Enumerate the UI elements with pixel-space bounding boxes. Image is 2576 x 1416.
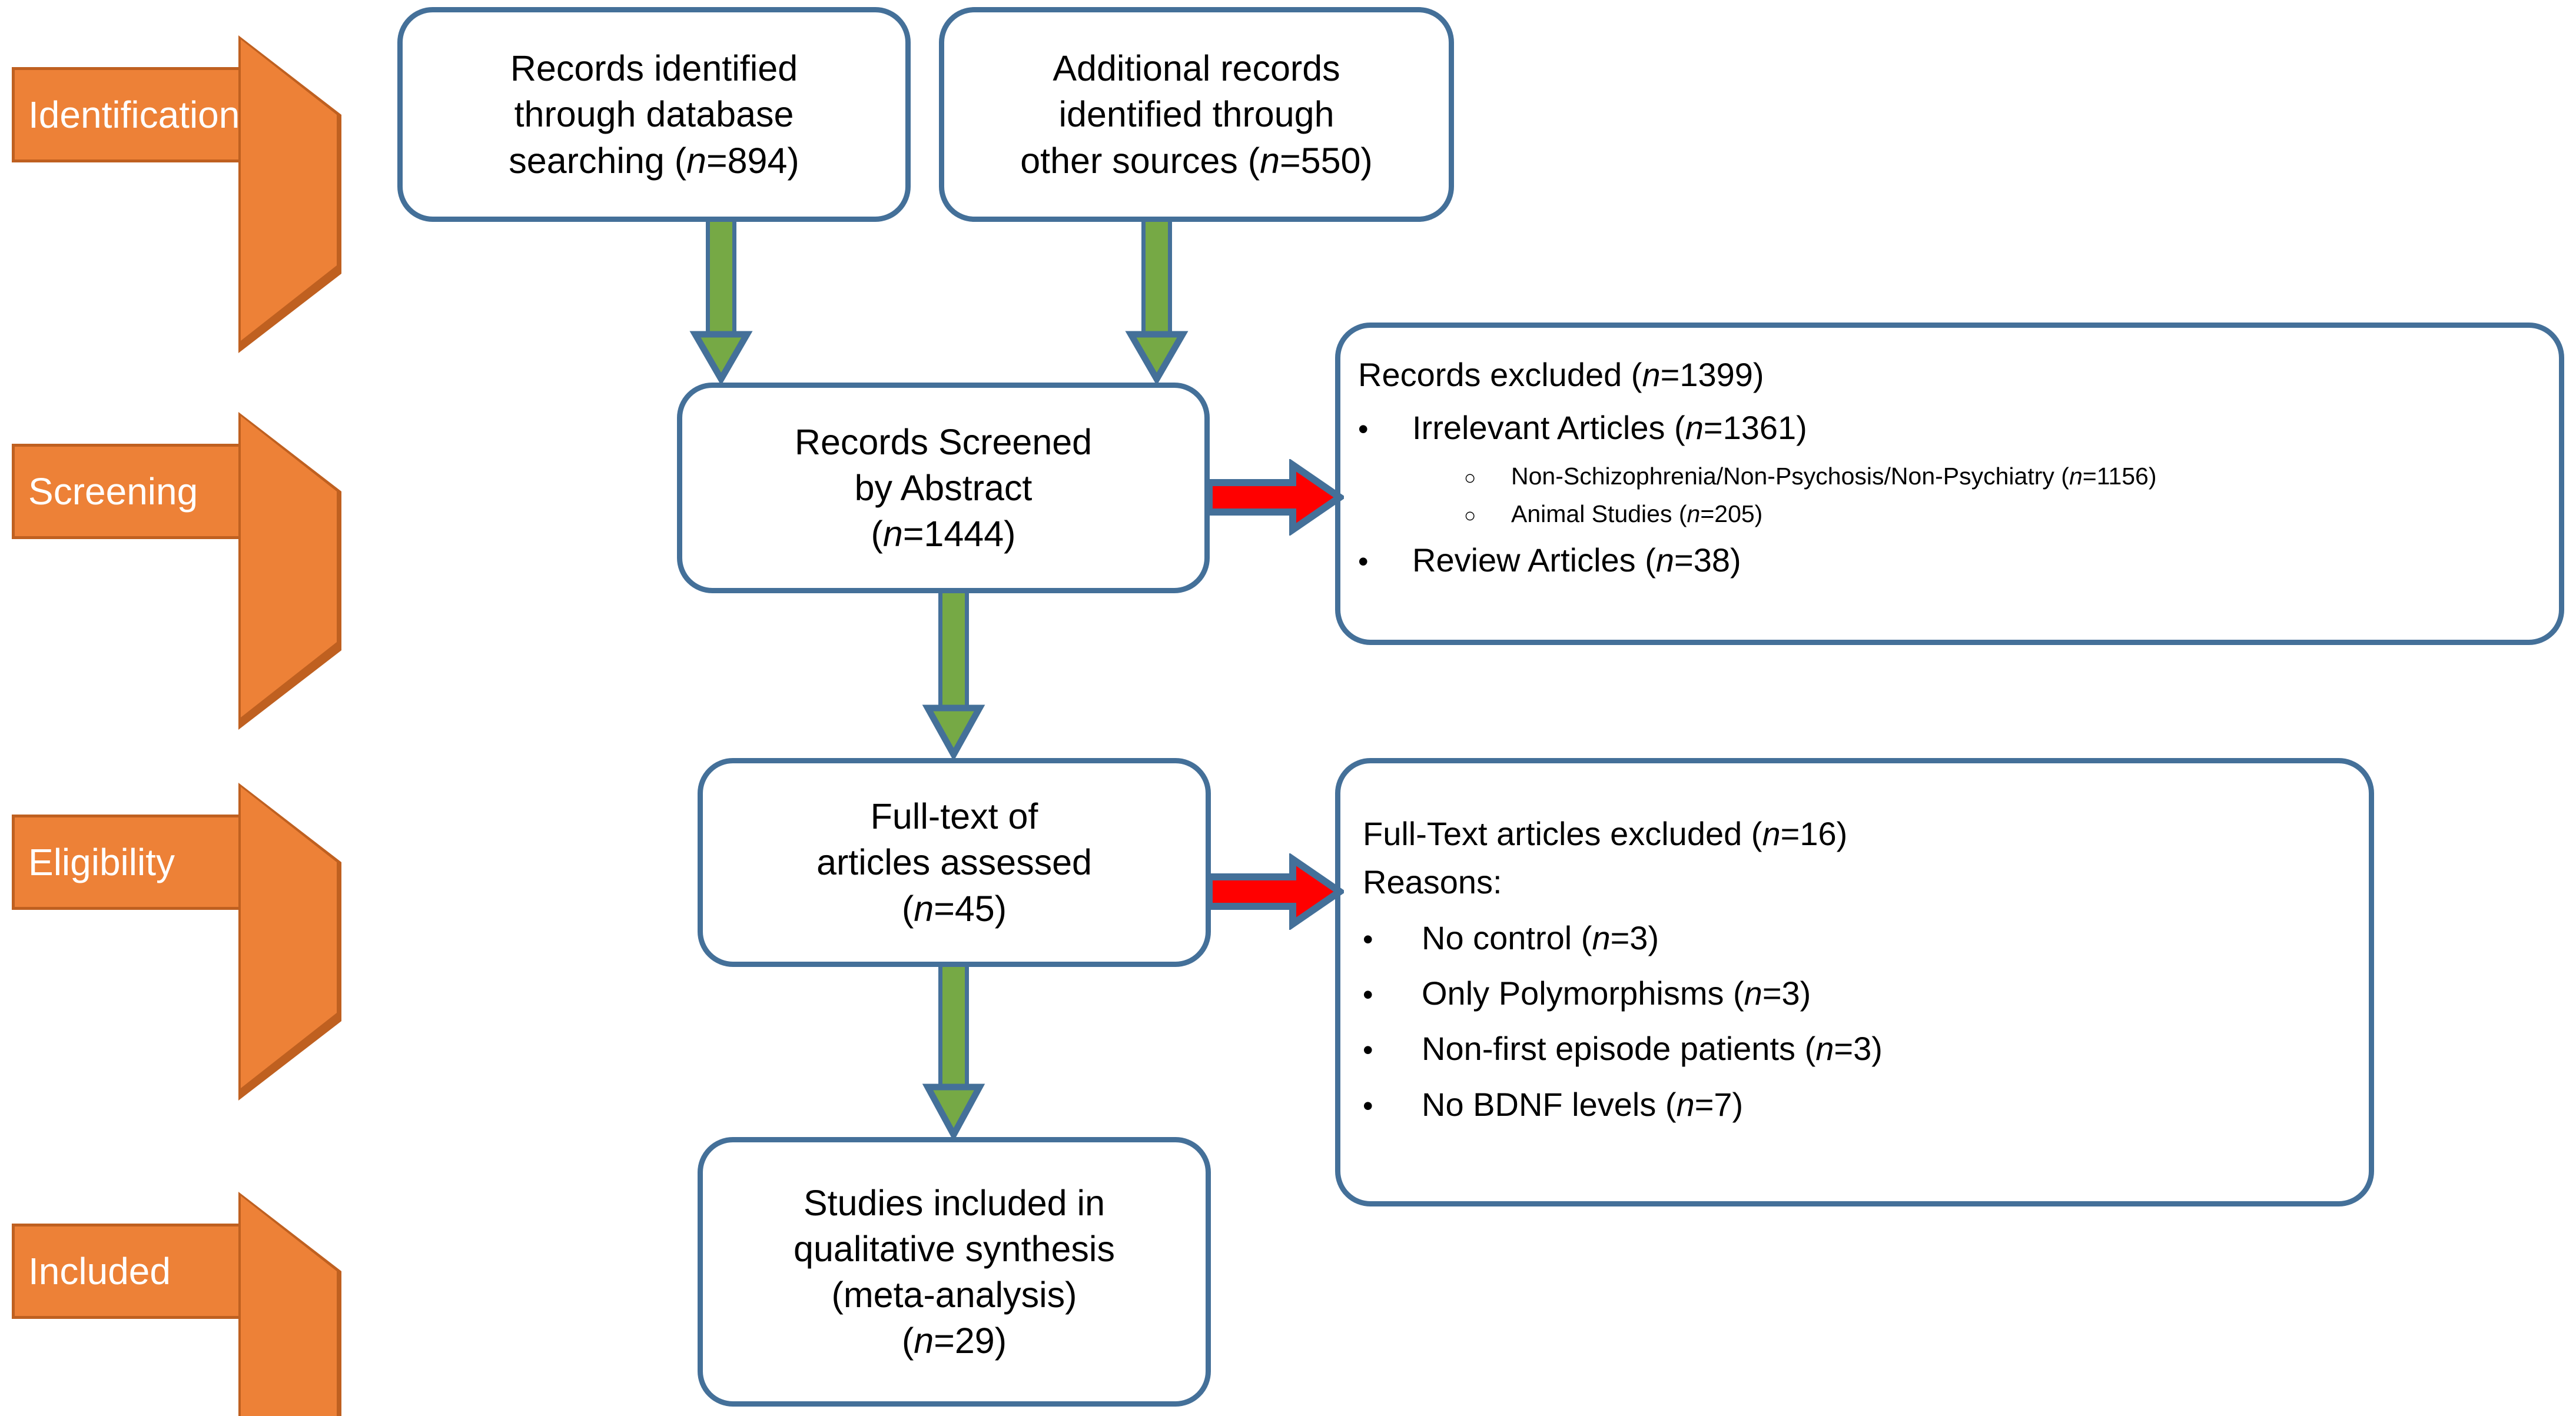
list-item: ○ Non-Schizophrenia/Non-Psychosis/Non-Ps… (1358, 461, 2559, 491)
box-records-screened: Records Screened by Abstract (n=1444) (677, 383, 1210, 593)
box-line: Studies included in (803, 1182, 1106, 1223)
box-line: Full-text of (870, 796, 1038, 837)
bullet-icon: • (1363, 1089, 1373, 1122)
list-item-label: No BDNF levels (n=7) (1422, 1085, 1744, 1123)
box-line: articles assessed (816, 842, 1092, 883)
connector-arrow-screened-to-fulltext (918, 589, 989, 760)
list-item: • Irrelevant Articles (n=1361) (1358, 408, 2559, 448)
list-item-label: Non-Schizophrenia/Non-Psychosis/Non-Psyc… (1511, 462, 2157, 490)
stage-arrow-head-fill (241, 1196, 337, 1416)
box-line: qualitative synthesis (794, 1228, 1115, 1269)
stage-label-included: Included (28, 1250, 171, 1292)
connector-arrow-other-to-screened (1121, 219, 1192, 385)
list-item-label: Non-first episode patients (n=3) (1422, 1030, 1883, 1068)
bullet-icon: • (1363, 922, 1373, 956)
connector-shaft (938, 963, 969, 1092)
box-additional-records-other-sources: Additional records identified through ot… (939, 7, 1454, 222)
stage-label-identification: Identification (28, 94, 240, 136)
stage-label-eligibility: Eligibility (28, 841, 175, 883)
bullet-icon: • (1358, 413, 1369, 446)
connector-shaft (706, 219, 736, 340)
red-arrow-icon (1206, 853, 1344, 930)
stage-arrow-shaft (12, 67, 241, 162)
connector-arrowhead (922, 1083, 985, 1141)
list-item-label: Irrelevant Articles (n=1361) (1412, 409, 1807, 447)
circle-bullet-icon: ○ (1464, 466, 1476, 489)
stage-arrow-screening: Screening (12, 412, 341, 730)
bullet-icon: • (1358, 544, 1369, 578)
connector-arrow-fulltext-to-excluded (1206, 853, 1344, 930)
box-records-excluded: Records excluded (n=1399) • Irrelevant A… (1335, 323, 2564, 645)
stage-arrow-head-fill (241, 787, 337, 1088)
list-item-label: Animal Studies (n=205) (1511, 500, 1763, 527)
box-studies-included: Studies included in qualitative synthesi… (698, 1137, 1211, 1407)
bullet-icon: • (1363, 1033, 1373, 1067)
records-excluded-heading: Records excluded (n=1399) (1358, 356, 1764, 393)
fulltext-excluded-subheading: Reasons: (1363, 863, 1502, 901)
list-item-label: No control (n=3) (1422, 919, 1659, 956)
box-line: identified through (1058, 94, 1335, 135)
circle-bullet-icon: ○ (1464, 504, 1476, 527)
connector-arrowhead (1125, 331, 1189, 385)
list-item-label: Review Articles (n=38) (1412, 541, 1741, 579)
list-item: ○ Animal Studies (n=205) (1358, 499, 2559, 528)
box-line: Records Screened (794, 421, 1093, 462)
connector-arrowhead (689, 331, 753, 385)
box-records-identified-database: Records identified through database sear… (397, 7, 911, 222)
connector-arrow-db-to-screened (686, 219, 756, 385)
fulltext-excluded-heading: Full-Text articles excluded (n=16) (1363, 815, 1848, 852)
box-line: Records identified (510, 48, 798, 89)
box-line: by Abstract (854, 467, 1033, 508)
list-item: • No control (n=3) (1363, 918, 2369, 958)
bullet-icon: • (1363, 978, 1373, 1011)
stage-arrow-head-fill (241, 39, 337, 341)
list-item: • Non-first episode patients (n=3) (1363, 1029, 2369, 1069)
stage-label-screening: Screening (28, 470, 198, 513)
box-line-count: (n=29) (901, 1321, 1007, 1361)
list-item: • No BDNF levels (n=7) (1363, 1085, 2369, 1125)
box-line-count: searching (n=894) (509, 140, 799, 181)
stage-arrow-head-fill (241, 416, 337, 717)
box-line-count: (n=1444) (871, 514, 1016, 554)
box-line-count: other sources (n=550) (1020, 140, 1373, 181)
connector-arrow-fulltext-to-included (918, 963, 989, 1141)
list-item: • Review Articles (n=38) (1358, 540, 2559, 580)
box-line-count: (n=45) (901, 888, 1007, 929)
stage-arrow-shaft (12, 1224, 241, 1319)
list-item: • Only Polymorphisms (n=3) (1363, 973, 2369, 1013)
connector-shaft (1141, 219, 1172, 340)
connector-shaft (938, 589, 969, 713)
connector-arrowhead (922, 704, 985, 760)
stage-arrow-shaft (12, 444, 241, 539)
box-line: Additional records (1053, 48, 1340, 89)
connector-arrow-screened-to-excluded (1206, 459, 1344, 536)
stage-arrow-eligibility: Eligibility (12, 783, 341, 1101)
box-fulltext-excluded: Full-Text articles excluded (n=16) Reaso… (1335, 758, 2374, 1206)
list-item-label: Only Polymorphisms (n=3) (1422, 974, 1811, 1012)
box-line: (meta-analysis) (831, 1275, 1077, 1315)
red-arrow-icon (1206, 459, 1344, 536)
box-fulltext-assessed: Full-text of articles assessed (n=45) (698, 758, 1211, 967)
stage-arrow-included: Included (12, 1192, 341, 1416)
stage-arrow-identification: Identification (12, 35, 341, 353)
box-line: through database (514, 94, 794, 135)
